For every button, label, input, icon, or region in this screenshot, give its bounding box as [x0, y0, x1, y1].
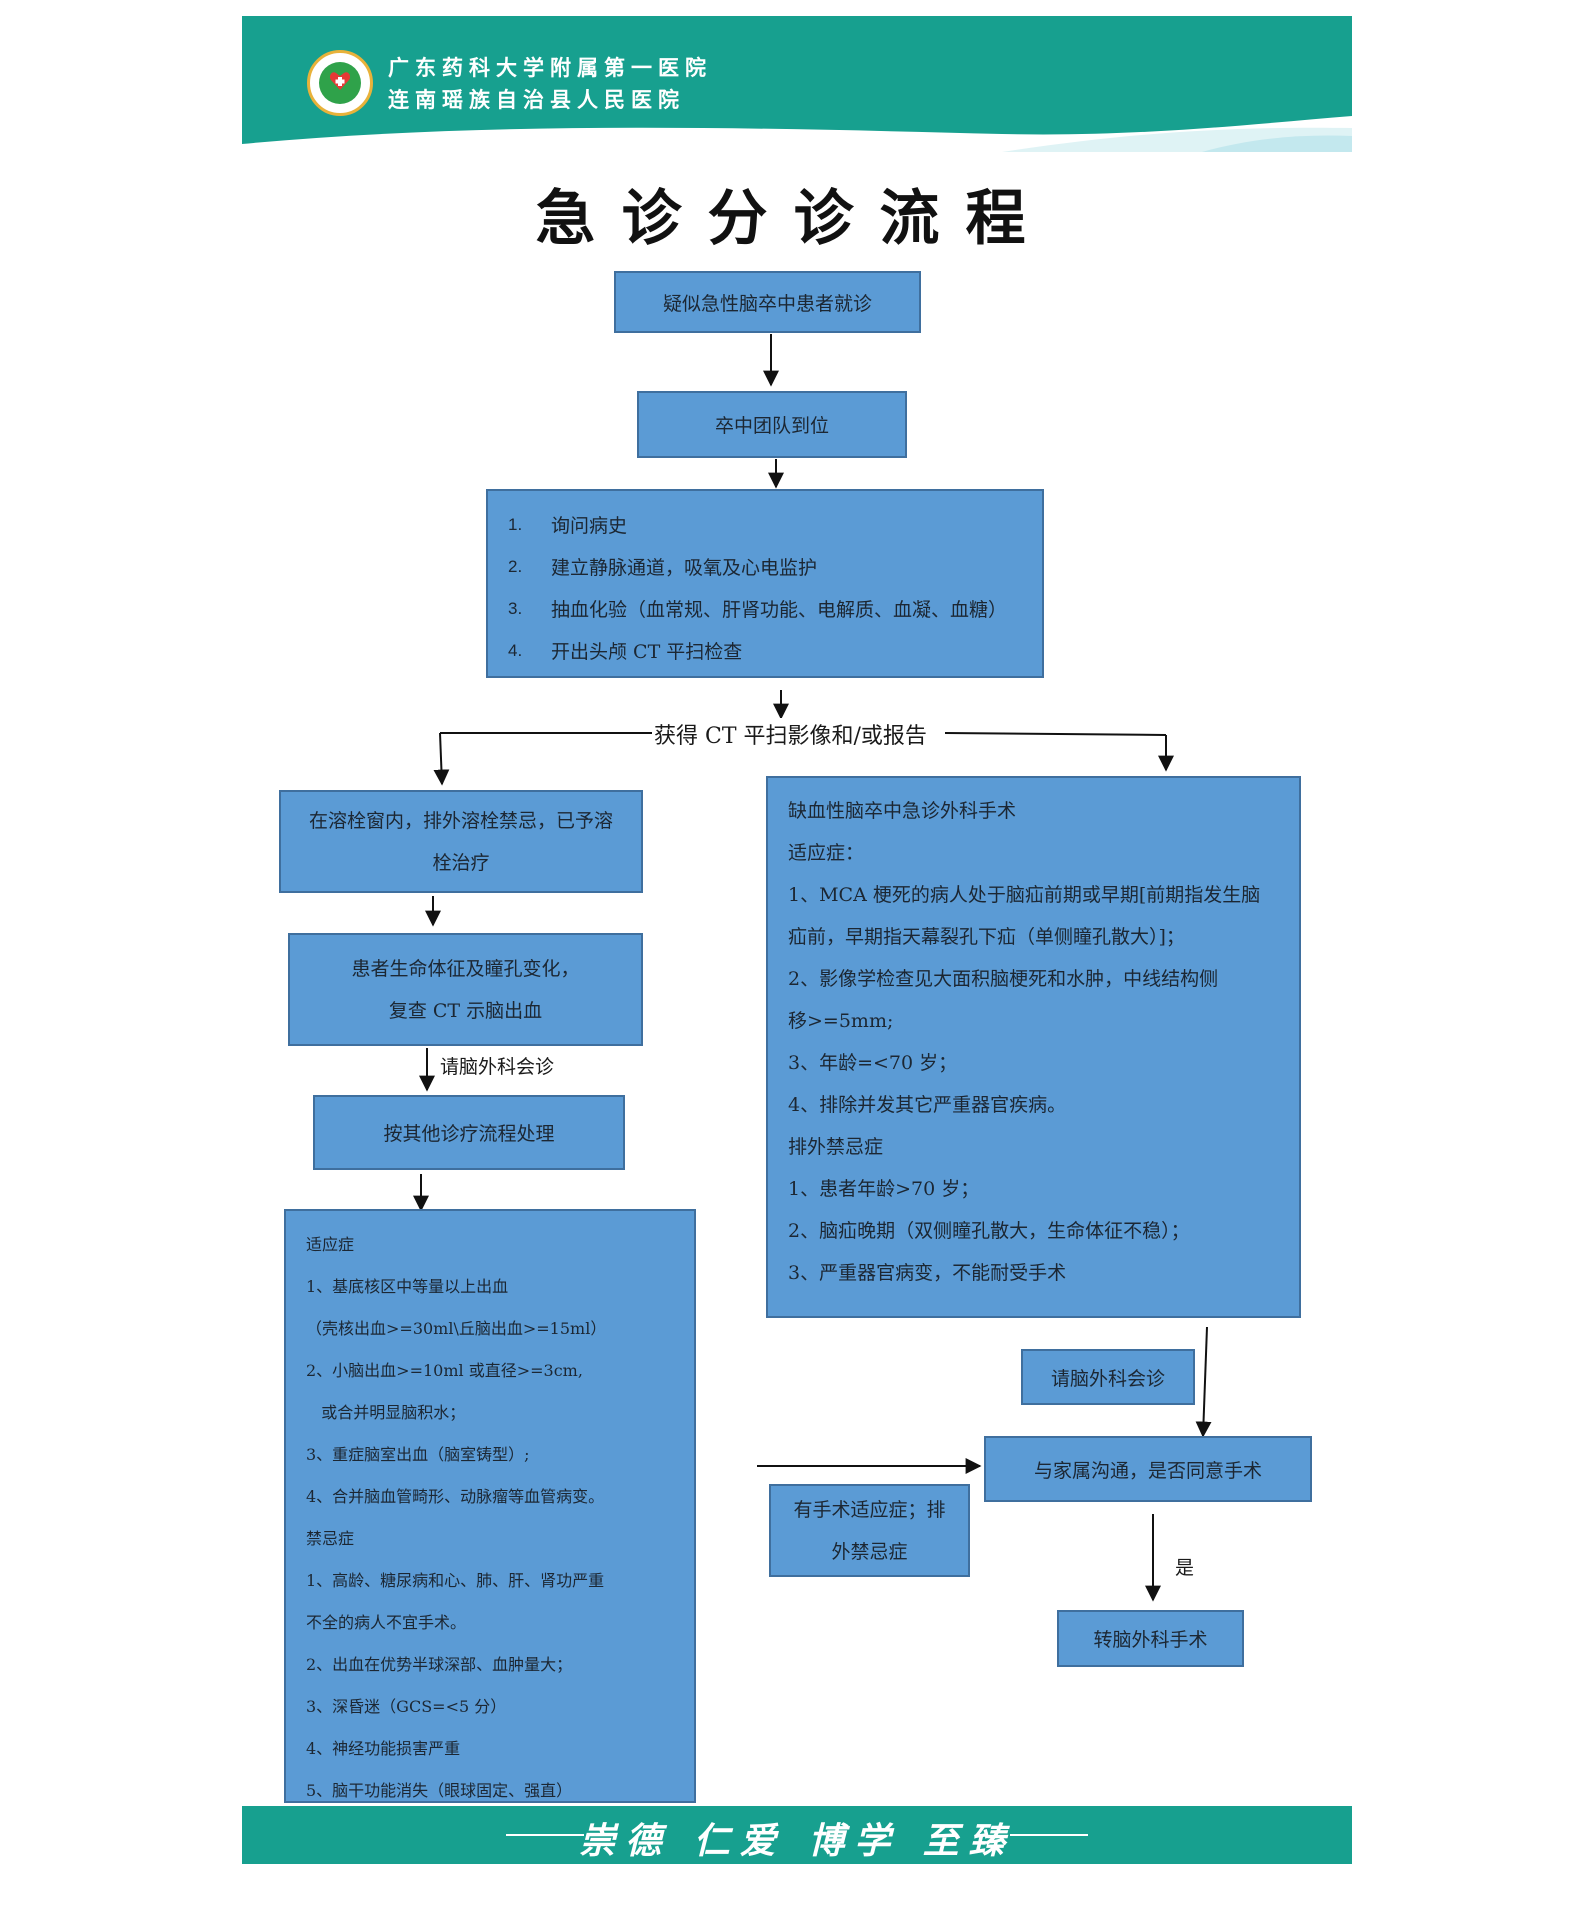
node-thrombolysis-line1: 在溶栓窗内，排外溶栓禁忌，已予溶 [308, 809, 613, 832]
hemorrhage-line: 2、小脑出血>=10ml 或直径>=3cm, [306, 1361, 583, 1380]
ct-result-label: 获得 CT 平扫影像和/或报告 [654, 718, 927, 750]
node-recheck-line1: 患者生命体征及瞳孔变化， [351, 957, 580, 980]
hemorrhage-line: 1、高龄、糖尿病和心、肺、肝、肾功严重 [306, 1571, 605, 1590]
ischemic-line: 移>=5mm; [788, 1010, 894, 1032]
step-number: 2. [508, 557, 523, 576]
step-number: 3. [508, 599, 523, 618]
node-initial-steps: 1. 询问病史 2. 建立静脉通道，吸氧及心电监护 3. 抽血化验（血常规、肝肾… [486, 489, 1044, 678]
hemorrhage-line: 禁忌症 [306, 1529, 355, 1548]
header-wave-decoration [242, 116, 1352, 152]
node-indication-line1: 有手术适应症；排 [793, 1498, 946, 1521]
node-neuro-consult-right-label: 请脑外科会诊 [1050, 1367, 1165, 1390]
ischemic-line: 1、MCA 梗死的病人处于脑疝前期或早期[前期指发生脑 [788, 884, 1261, 906]
hemorrhage-line: 4、合并脑血管畸形、动脉瘤等血管病变。 [306, 1487, 605, 1506]
node-family-consent-label: 与家属沟通，是否同意手术 [1033, 1459, 1262, 1482]
hospital-header-banner: 广东药科大学附属第一医院 连南瑶族自治县人民医院 [242, 16, 1352, 152]
node-stroke-team: 卒中团队到位 [637, 391, 907, 458]
hemorrhage-line: 1、基底核区中等量以上出血 [306, 1277, 509, 1296]
ischemic-line: 缺血性脑卒中急诊外科手术 [788, 800, 1017, 822]
hospital-name-secondary: 连南瑶族自治县人民医院 [388, 87, 685, 112]
hemorrhage-line: 4、神经功能损害严重 [306, 1739, 461, 1758]
node-thrombolysis: 在溶栓窗内，排外溶栓禁忌，已予溶 栓治疗 [279, 790, 643, 893]
footer-rule-right [1010, 1834, 1088, 1836]
hospital-name-primary: 广东药科大学附属第一医院 [388, 55, 712, 80]
node-stroke-team-label: 卒中团队到位 [714, 415, 829, 437]
step-item: 开出头颅 CT 平扫检查 [551, 641, 743, 663]
footer-rule-left [506, 1834, 584, 1836]
ischemic-line: 1、患者年龄>70 岁； [788, 1178, 980, 1200]
ischemic-line: 4、排除并发其它严重器官疾病。 [788, 1094, 1067, 1116]
node-family-consent: 与家属沟通，是否同意手术 [984, 1436, 1312, 1502]
node-other-process-label: 按其他诊疗流程处理 [383, 1123, 555, 1145]
step-number: 4. [508, 641, 523, 660]
ischemic-line: 2、脑疝晚期（双侧瞳孔散大，生命体征不稳）； [788, 1220, 1190, 1242]
node-other-process: 按其他诊疗流程处理 [313, 1095, 625, 1170]
hemorrhage-line: 或合并明显脑积水； [306, 1403, 466, 1422]
node-suspected-stroke-label: 疑似急性脑卒中患者就诊 [662, 292, 872, 315]
node-indication-line2: 外禁忌症 [831, 1540, 908, 1563]
hemorrhage-line: 不全的病人不宜手术。 [306, 1613, 467, 1632]
yes-label: 是 [1175, 1553, 1195, 1580]
step-number: 1. [508, 515, 523, 534]
heart-icon [329, 72, 351, 90]
hemorrhage-line: 3、重症脑室出血（脑室铸型）; [306, 1445, 530, 1464]
node-recheck-ct: 患者生命体征及瞳孔变化， 复查 CT 示脑出血 [288, 933, 643, 1046]
ischemic-line: 2、影像学检查见大面积脑梗死和水肿，中线结构侧 [788, 968, 1219, 990]
arrow-ct-to-thrombolysis [433, 732, 450, 786]
hemorrhage-line: 3、深昏迷（GCS=<5 分） [306, 1697, 507, 1716]
node-suspected-stroke: 疑似急性脑卒中患者就诊 [614, 271, 921, 333]
node-ischemic-surgery-criteria: 缺血性脑卒中急诊外科手术 适应症： 1、MCA 梗死的病人处于脑疝前期或早期[前… [766, 776, 1301, 1318]
ischemic-line: 疝前，早期指天幕裂孔下疝（单侧瞳孔散大）]； [788, 926, 1185, 948]
hemorrhage-line: （壳核出血>=30ml\丘脑出血>=15ml） [306, 1319, 607, 1338]
arrow-ischemic-to-family [1195, 1326, 1212, 1438]
node-thrombolysis-line2: 栓治疗 [432, 851, 490, 874]
node-transfer-label: 转脑外科手术 [1093, 1629, 1208, 1651]
node-surgical-indication: 有手术适应症；排 外禁忌症 [769, 1484, 970, 1577]
step-item: 抽血化验（血常规、肝肾功能、电解质、血凝、血糖） [551, 599, 1008, 621]
step-item: 询问病史 [551, 515, 628, 537]
footer-slogan: 崇德 仁爱 博学 至臻 [579, 1820, 1015, 1862]
page-title: 急诊分诊流程 [535, 184, 1052, 254]
step-item: 建立静脉通道，吸氧及心电监护 [551, 557, 818, 579]
ischemic-line: 排外禁忌症 [788, 1136, 884, 1158]
neuro-consult-label-left: 请脑外科会诊 [440, 1052, 555, 1079]
node-transfer-neurosurgery: 转脑外科手术 [1057, 1610, 1244, 1667]
ct-branch-right-line [944, 732, 1167, 736]
ischemic-line: 3、年龄=<70 岁； [788, 1052, 958, 1074]
hospital-logo [307, 50, 373, 116]
footer-banner: 崇德 仁爱 博学 至臻 [242, 1806, 1352, 1864]
hemorrhage-line: 5、脑干功能消失（眼球固定、强直） [306, 1781, 573, 1800]
hemorrhage-line: 2、出血在优势半球深部、血肿量大； [306, 1655, 573, 1674]
node-hemorrhage-criteria: 适应症 1、基底核区中等量以上出血 （壳核出血>=30ml\丘脑出血>=15ml… [284, 1209, 696, 1803]
hemorrhage-line: 适应症 [306, 1235, 355, 1254]
ischemic-line: 适应症： [788, 842, 865, 864]
node-neuro-consult-right: 请脑外科会诊 [1021, 1349, 1195, 1405]
ischemic-line: 3、严重器官病变，不能耐受手术 [788, 1262, 1067, 1284]
node-recheck-line2: 复查 CT 示脑出血 [388, 999, 543, 1022]
